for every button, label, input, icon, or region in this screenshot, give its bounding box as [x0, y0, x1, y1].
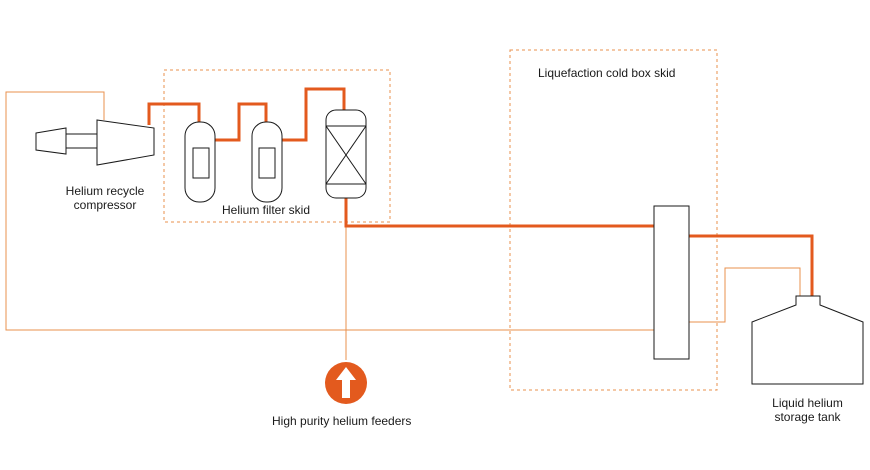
tank-label-line1: Liquid helium: [772, 396, 843, 410]
coldbox-to-tank-pipe: [689, 234, 814, 296]
tank-label-line2: storage tank: [774, 410, 841, 424]
cold-box-heat-exchanger: [653, 205, 690, 360]
up-arrow-circle-icon: [325, 362, 367, 404]
compressor-body: [96, 119, 155, 166]
compressor-to-filter-pipe: [147, 102, 201, 125]
filter2-to-bed-pipe: [282, 87, 346, 142]
compressor-shaft: [65, 133, 99, 149]
bed-to-coldbox-pipe: [344, 198, 654, 228]
cold-box-skid-label: Liquefaction cold box skid: [538, 66, 676, 80]
helium-filter-1: [184, 121, 216, 203]
helium-filter-2: [251, 121, 283, 203]
recycle-return-line: [5, 91, 654, 331]
compressor-motor: [35, 127, 67, 155]
helium-recycle-compressor: [35, 119, 155, 166]
tank-return-line: [689, 267, 801, 323]
feeders-label: High purity helium feeders: [272, 414, 412, 428]
compressor-label: Helium recycle compressor: [46, 184, 164, 212]
compressor-label-line2: compressor: [73, 198, 137, 212]
filter1-to-filter2-pipe: [215, 102, 268, 142]
filter-skid-label: Helium filter skid: [222, 203, 311, 217]
liquid-helium-storage-tank: [751, 295, 864, 385]
compressor-label-line1: Helium recycle: [65, 184, 145, 198]
helium-filter-skid-boundary: [163, 69, 391, 223]
tank-label: Liquid helium storage tank: [752, 396, 863, 424]
helium-purifier-vessel: [325, 109, 367, 199]
liquefaction-cold-box-skid-boundary: [509, 49, 718, 391]
